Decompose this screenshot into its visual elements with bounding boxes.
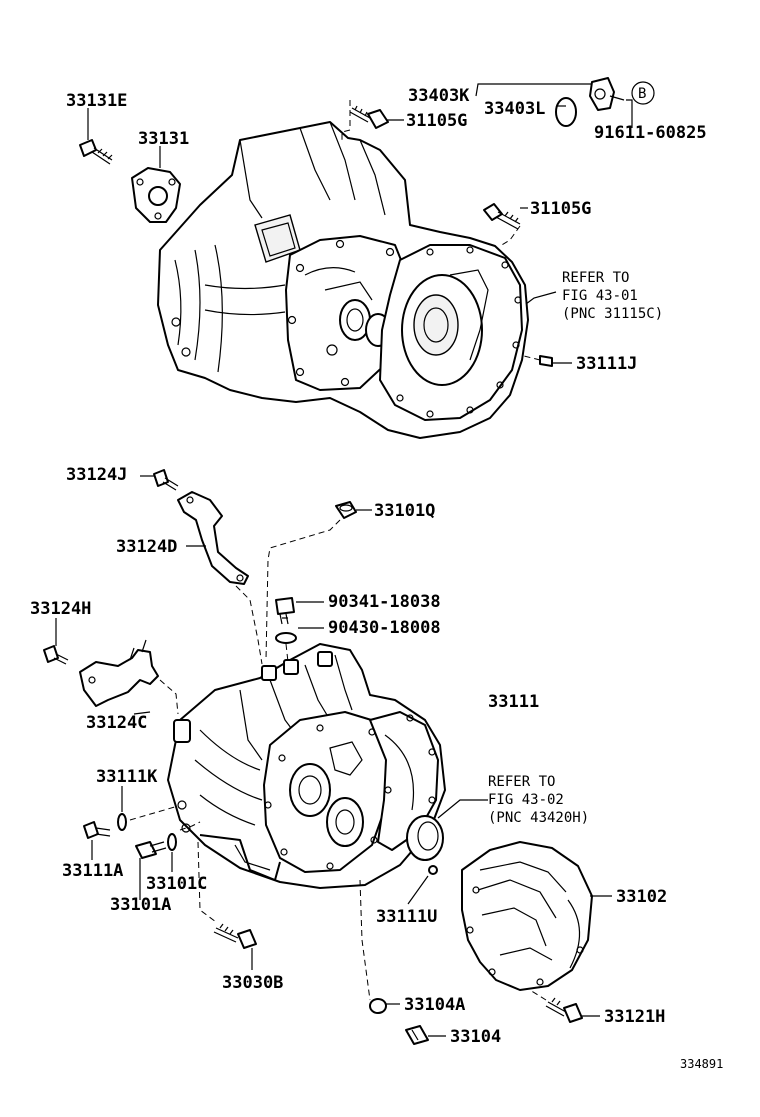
bolt-33124J-icon xyxy=(153,469,179,491)
bolt-33124H-icon xyxy=(43,645,69,665)
bolt-33030B-icon xyxy=(213,923,257,949)
label-33124D[interactable]: 33124D xyxy=(116,537,177,557)
refer-note-1-line2: FIG 43-01 xyxy=(562,288,638,304)
circle-b-label: B xyxy=(638,86,646,102)
label-33111U[interactable]: 33111U xyxy=(376,907,437,927)
figure-number: 334891 xyxy=(680,1057,723,1071)
label-33124C[interactable]: 33124C xyxy=(86,713,147,733)
sensor-33403K-icon xyxy=(589,77,625,111)
oil-seal-icon xyxy=(406,815,444,861)
pin-33111U-icon xyxy=(428,865,438,875)
label-33403L[interactable]: 33403L xyxy=(484,99,545,119)
label-33121H[interactable]: 33121H xyxy=(604,1007,665,1027)
label-33104A[interactable]: 33104A xyxy=(404,995,465,1015)
washer-33101C-icon xyxy=(167,833,177,851)
bolt-33111A-icon xyxy=(83,821,111,839)
transmission-case-upper xyxy=(157,121,529,439)
bolt-33121H-icon xyxy=(545,997,583,1023)
label-91611-60825[interactable]: 91611-60825 xyxy=(594,123,707,143)
plug-90341-icon xyxy=(275,597,295,625)
transaxle-housing-lower xyxy=(167,643,446,889)
plate-33131-icon xyxy=(131,167,181,223)
label-33111J[interactable]: 33111J xyxy=(576,354,637,374)
plug-33101A-icon xyxy=(135,841,167,859)
bolt-31105G-top-icon xyxy=(349,105,389,129)
refer-note-1-line3: (PNC 31115C) xyxy=(562,306,663,322)
oring-33403L-icon xyxy=(555,97,577,127)
label-33030B[interactable]: 33030B xyxy=(222,973,283,993)
circle-b-icon xyxy=(631,81,655,105)
label-33101Q[interactable]: 33101Q xyxy=(374,501,435,521)
label-33403K[interactable]: 33403K xyxy=(408,86,470,106)
gasket-33104A-icon xyxy=(369,998,387,1014)
cover-33102-icon xyxy=(461,841,593,991)
washer-33111K-icon xyxy=(117,813,127,831)
label-33101C[interactable]: 33101C xyxy=(146,874,207,894)
refer-note-2-line2: FIG 43-02 xyxy=(488,792,564,808)
label-90430-18008[interactable]: 90430-18008 xyxy=(328,618,441,638)
label-33131[interactable]: 33131 xyxy=(138,129,189,149)
bracket-33124C-icon xyxy=(79,639,159,707)
plug-33101Q-icon xyxy=(335,501,357,519)
label-33111A[interactable]: 33111A xyxy=(62,861,123,881)
label-90341-18038[interactable]: 90341-18038 xyxy=(328,592,441,612)
label-31105G-right[interactable]: 31105G xyxy=(530,199,591,219)
washer-90430-icon xyxy=(275,632,297,644)
label-33102[interactable]: 33102 xyxy=(616,887,667,907)
label-33111[interactable]: 33111 xyxy=(488,692,539,712)
label-33104[interactable]: 33104 xyxy=(450,1027,501,1047)
refer-note-1-line1: REFER TO xyxy=(562,270,629,286)
bolt-33131E-icon xyxy=(79,139,113,165)
label-33111K[interactable]: 33111K xyxy=(96,767,158,787)
pin-33111J-icon xyxy=(539,355,553,367)
refer-note-2-line1: REFER TO xyxy=(488,774,555,790)
refer-note-2-line3: (PNC 43420H) xyxy=(488,810,589,826)
bolt-31105G-right-icon xyxy=(483,203,521,230)
label-31105G-top[interactable]: 31105G xyxy=(406,111,467,131)
bracket-33124D-icon xyxy=(177,491,249,585)
label-33131E[interactable]: 33131E xyxy=(66,91,127,111)
drain-plug-33104-icon xyxy=(405,1025,429,1045)
label-33101A[interactable]: 33101A xyxy=(110,895,171,915)
label-33124H[interactable]: 33124H xyxy=(30,599,91,619)
label-33124J[interactable]: 33124J xyxy=(66,465,127,485)
